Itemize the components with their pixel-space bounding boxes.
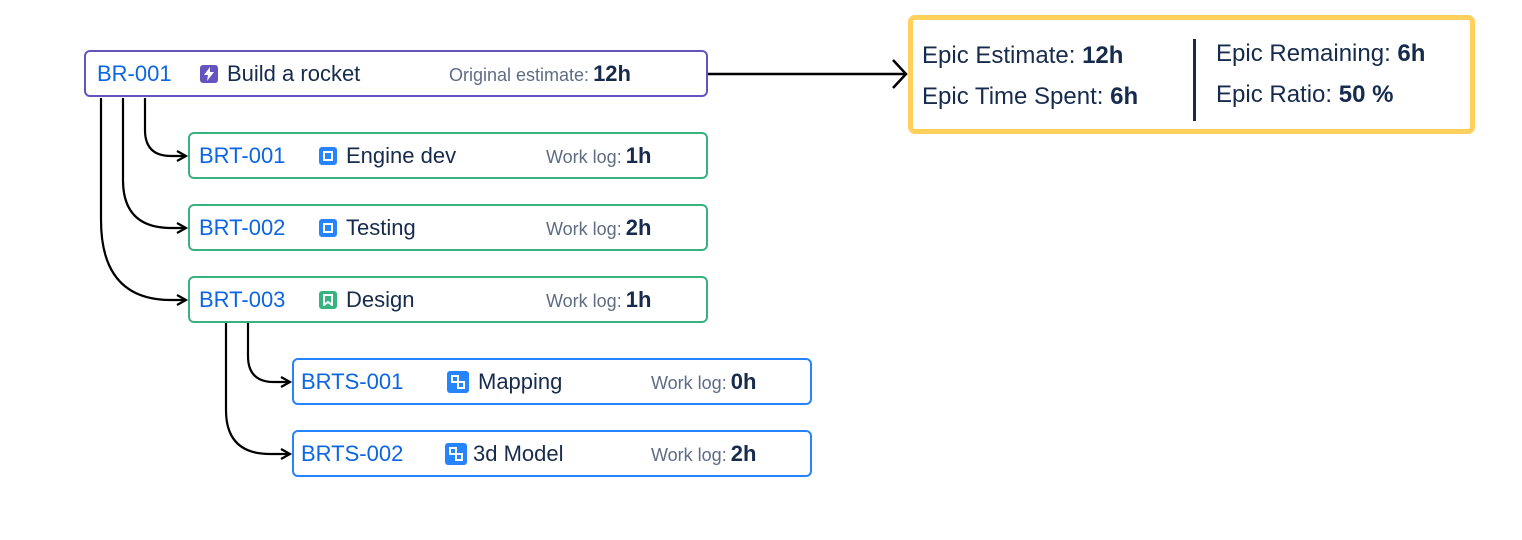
summary-label: Epic Estimate: (922, 42, 1076, 69)
connector-epic-to-brt-001 (143, 98, 186, 156)
task-card[interactable]: BRT-003 Design Work log:1h (188, 276, 708, 323)
issue-key[interactable]: BRT-002 (199, 214, 286, 240)
connector-epic-to-brt-003 (99, 98, 186, 300)
task-card[interactable]: BRT-002 Testing Work log:2h (188, 204, 708, 251)
meta-value: 2h (625, 214, 652, 240)
issue-title: Testing (346, 214, 416, 240)
meta-label: Work log: (546, 146, 622, 167)
issue-key[interactable]: BRTS-001 (301, 368, 404, 394)
task-icon (319, 218, 337, 237)
epic-icon (200, 64, 218, 83)
connector-brt-003-to-brts-001 (246, 323, 290, 382)
issue-key[interactable]: BR-001 (97, 60, 172, 86)
subtask-card[interactable]: BRTS-001 Mapping Work log:0h (292, 358, 812, 405)
work-log: Work log:0h (651, 369, 756, 395)
subtask-card[interactable]: BRTS-002 3d Model Work log:2h (292, 430, 812, 477)
issue-title: Engine dev (346, 142, 457, 168)
meta-label: Work log: (546, 290, 622, 311)
epic-card[interactable]: BR-001 Build a rocket Original estimate:… (84, 50, 708, 97)
issue-key[interactable]: BRT-001 (199, 142, 286, 168)
issue-title: 3d Model (473, 440, 564, 466)
work-log: Work log:1h (546, 287, 651, 313)
connector-brt-003-to-brts-002 (224, 323, 290, 454)
story-icon (319, 290, 337, 309)
issue-title: Design (346, 286, 415, 312)
issue-title: Mapping (478, 368, 563, 394)
original-estimate: Original estimate:12h (449, 61, 631, 87)
work-log: Work log:2h (651, 441, 756, 467)
summary-label: Epic Remaining: (1216, 40, 1391, 67)
meta-value: 12h (593, 60, 631, 86)
task-icon (319, 146, 337, 165)
meta-label: Work log: (651, 444, 727, 465)
summary-value: 6h (1397, 40, 1426, 67)
issue-key[interactable]: BRT-003 (199, 286, 286, 312)
epic-ratio: Epic Ratio: 50 % (1216, 81, 1393, 109)
summary-value: 12h (1082, 42, 1124, 69)
meta-label: Work log: (546, 218, 622, 239)
meta-value: 0h (730, 368, 757, 394)
subtask-icon (447, 370, 469, 393)
summary-value: 6h (1110, 83, 1139, 110)
summary-label: Epic Time Spent: (922, 83, 1104, 110)
summary-label: Epic Ratio: (1216, 81, 1333, 108)
work-log: Work log:1h (546, 143, 651, 169)
task-card[interactable]: BRT-001 Engine dev Work log:1h (188, 132, 708, 179)
work-log: Work log:2h (546, 215, 651, 241)
meta-value: 1h (625, 286, 652, 312)
issue-key[interactable]: BRTS-002 (301, 440, 404, 466)
epic-summary-panel: Epic Estimate: 12h Epic Time Spent: 6h E… (908, 15, 1475, 134)
arrowhead-summary (892, 59, 908, 89)
meta-label: Original estimate: (449, 64, 590, 85)
issue-title: Build a rocket (227, 60, 361, 86)
connector-epic-to-brt-002 (121, 98, 186, 228)
epic-remaining: Epic Remaining: 6h (1216, 40, 1425, 68)
epic-time-spent: Epic Time Spent: 6h (922, 83, 1138, 111)
subtask-icon (445, 442, 467, 465)
epic-estimate: Epic Estimate: 12h (922, 42, 1123, 70)
summary-value: 50 % (1338, 81, 1394, 108)
meta-value: 1h (625, 142, 652, 168)
summary-divider (1193, 39, 1196, 121)
meta-label: Work log: (651, 372, 727, 393)
meta-value: 2h (730, 440, 757, 466)
